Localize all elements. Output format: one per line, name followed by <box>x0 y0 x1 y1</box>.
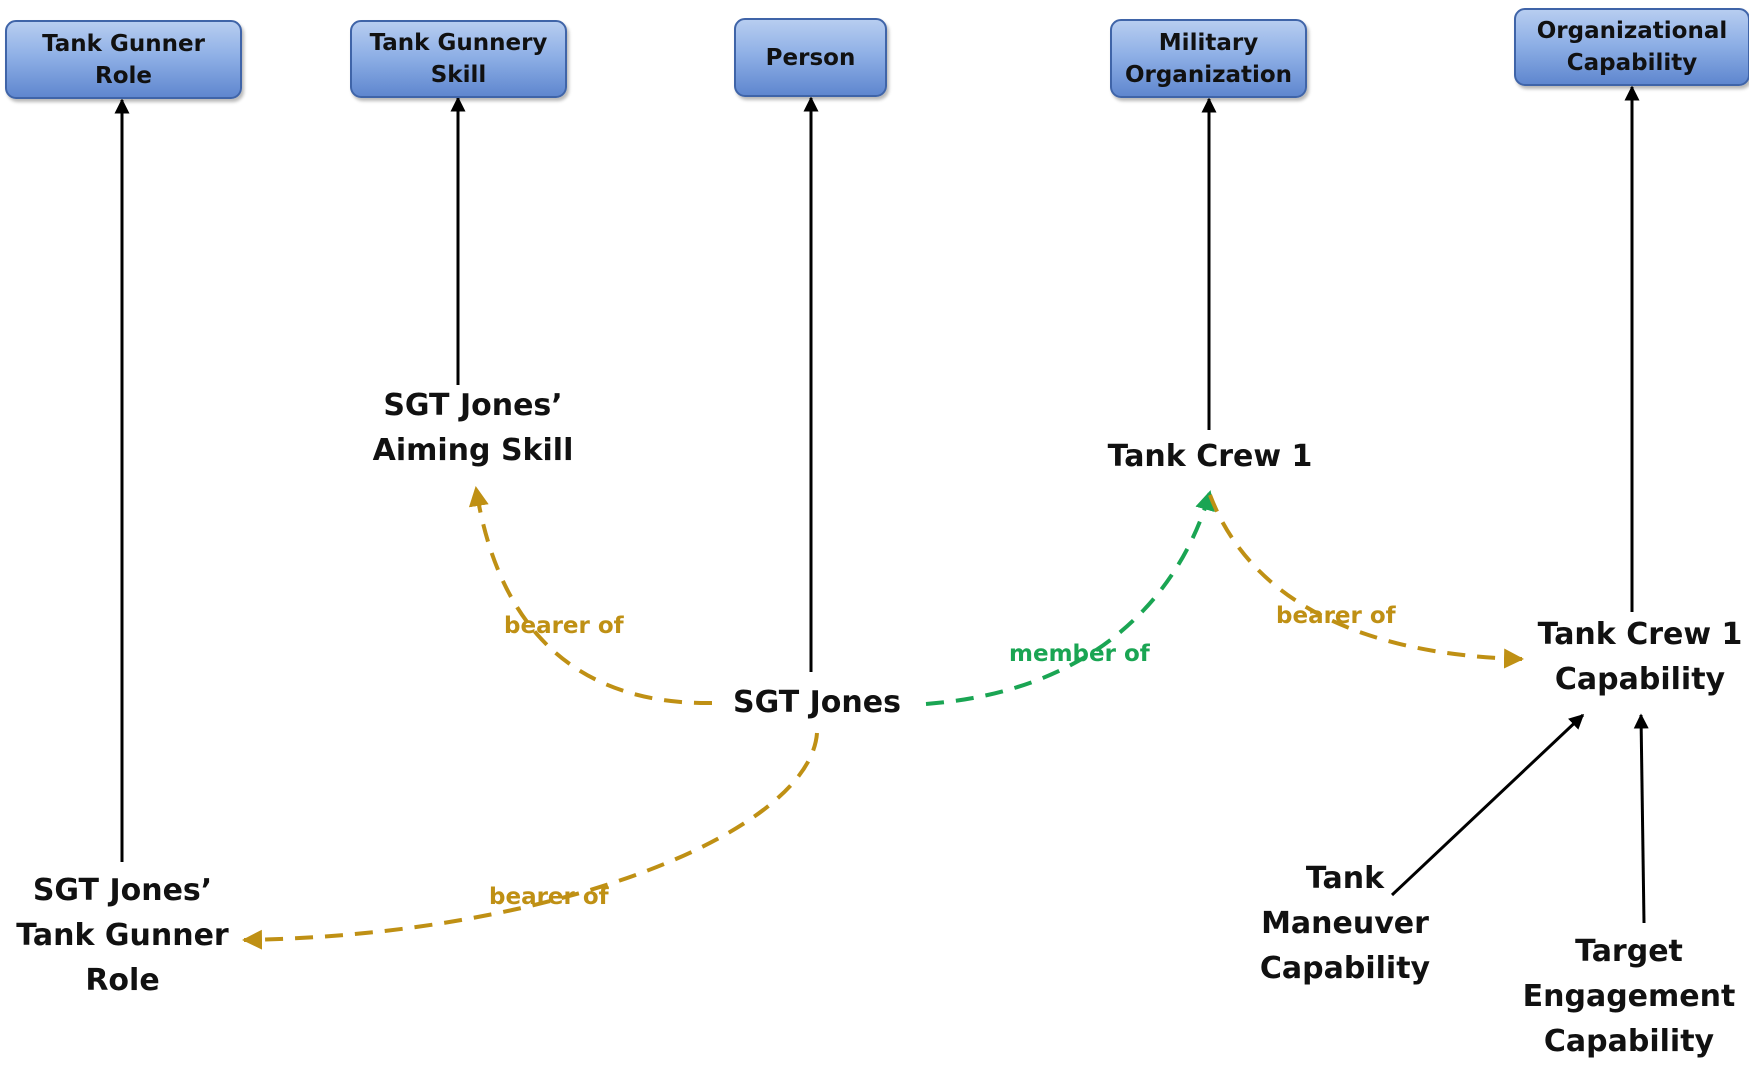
bearer-of-arrow-tank-crew-1-capability <box>1208 494 1524 669</box>
relation-label-bearer-of-skill: bearer of <box>504 613 624 639</box>
instance-node-tank-crew-1-capability: Tank Crew 1 Capability <box>1537 617 1743 697</box>
relation-label-bearer-of-role: bearer of <box>489 884 609 910</box>
class-node-tank-gunner-role: Tank Gunner Role <box>5 20 242 99</box>
class-node-organizational-capability: Organizational Capability <box>1514 8 1749 86</box>
instance-node-tank-maneuver-capability: Tank Maneuver Capability <box>1259 861 1431 986</box>
class-node-person: Person <box>734 18 887 97</box>
relation-label-bearer-of-capability: bearer of <box>1276 603 1396 629</box>
bearer-of-arrow-tank-gunner-role <box>242 732 819 950</box>
member-of-arrow-tank-crew-1 <box>925 490 1215 706</box>
relation-label-member-of: member of <box>1009 641 1150 667</box>
instance-node-tank-crew-1: Tank Crew 1 <box>1107 439 1313 474</box>
class-node-military-organization: Military Organization <box>1110 19 1307 98</box>
instance-node-target-engagement-capability: Target Engagement Capability <box>1522 934 1736 1059</box>
instance-node-sgt-jones-tank-gunner-role: SGT Jones’ Tank Gunner Role <box>16 873 229 998</box>
part-of-arrow-tank-maneuver <box>1390 713 1585 897</box>
part-of-arrow-target-engagement <box>1633 713 1649 924</box>
class-node-tank-gunnery-skill: Tank Gunnery Skill <box>350 20 567 98</box>
bearer-of-arrow-aiming-skill <box>468 486 713 706</box>
instance-node-aiming-skill: SGT Jones’ Aiming Skill <box>372 388 574 468</box>
instance-node-sgt-jones: SGT Jones <box>733 685 901 720</box>
